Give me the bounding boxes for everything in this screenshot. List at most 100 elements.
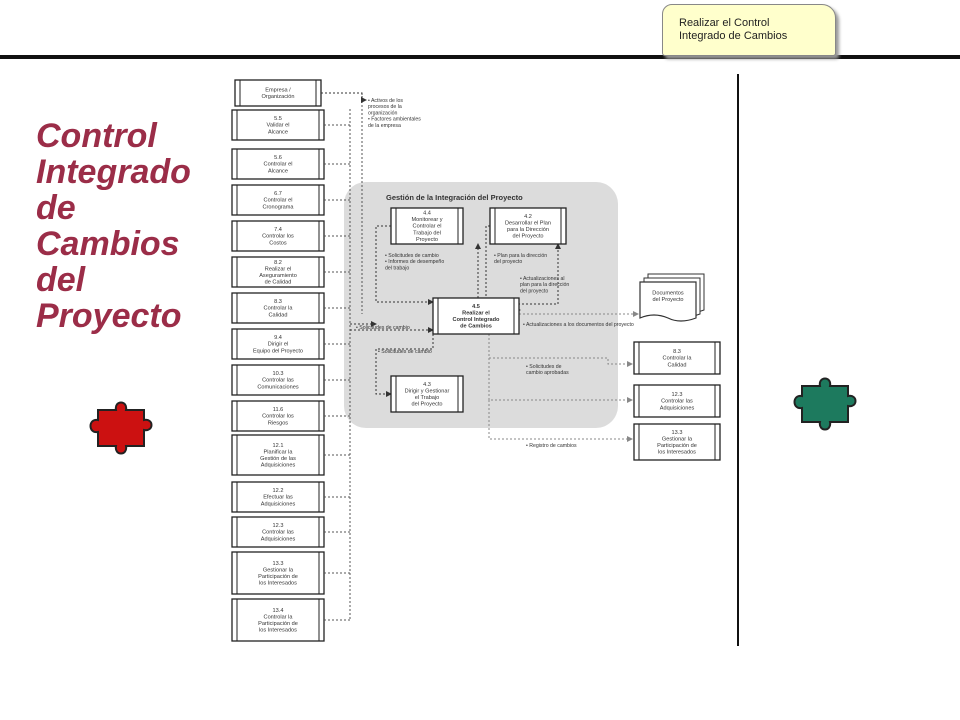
arrow-45-to-43 <box>375 334 434 397</box>
header-rule <box>0 55 960 59</box>
project-documents-box-text: del Proyecto <box>652 297 683 303</box>
process-box-4-3-text: Dirigir y Gestionar <box>405 388 450 394</box>
process-box-4-4-text: Trabajo del <box>413 230 441 236</box>
right-process-box-text: los Interesados <box>658 450 696 456</box>
left-process-box-text: 5.5 <box>274 116 282 122</box>
left-process-box-text: Aseguramiento <box>259 273 297 279</box>
sticky-note-line1: Realizar el Control <box>679 17 770 29</box>
left-process-box-text: 10.3 <box>273 371 284 377</box>
left-process-box-text: Controlar el <box>264 198 293 204</box>
right-process-box-text: 12.3 <box>672 392 683 398</box>
group-title: Gestión de la Integración del Proyecto <box>386 193 523 202</box>
slide-title: Control Integrado de Cambios del Proyect… <box>36 118 226 334</box>
process-box-4-3-text: el Trabajo <box>415 395 440 401</box>
title-line: Control <box>36 117 157 155</box>
arrow-45-to-42 <box>518 243 561 305</box>
right-process-box-text: Calidad <box>668 362 687 368</box>
left-process-box-text: 12.3 <box>273 523 284 529</box>
right-process-box-text: Controlar las <box>661 399 693 405</box>
left-process-box-text: 12.1 <box>273 443 284 449</box>
left-process-box-text: los Interesados <box>259 581 297 587</box>
note-43-requests: • Solicitudes de cambio <box>378 349 432 355</box>
left-process-box-text: Cronograma <box>262 204 294 210</box>
org-notes: de la empresa <box>368 123 401 129</box>
title-line: Proyecto <box>36 297 182 335</box>
left-process-box-text: Participación de <box>258 574 298 580</box>
process-box-4-3-text: 4.3 <box>423 382 431 388</box>
sticky-note: Realizar el Control Integrado de Cambios <box>662 4 836 56</box>
left-process-box-text: Costos <box>269 240 287 246</box>
org-box: Empresa /Organización <box>234 79 322 107</box>
process-box-4-5-text: Realizar el <box>462 310 490 316</box>
process-box-4-5-text: de Cambios <box>460 324 492 330</box>
puzzle-piece-red-icon <box>89 401 153 455</box>
org-notes: • Factores ambientales <box>368 117 421 123</box>
left-process-box-text: Controlar la <box>264 306 294 312</box>
left-process-box-text: 9.4 <box>274 335 282 341</box>
process-box-4-2-text: para la Dirección <box>507 227 549 233</box>
process-box-4-4-text: Proyecto <box>416 237 438 243</box>
process-box-4-2-text: del Proyecto <box>512 234 543 240</box>
notes-4-2: del proyecto <box>494 259 522 265</box>
title-line: de <box>36 189 76 227</box>
left-process-box-text: Alcance <box>268 168 288 174</box>
process-box-4-4-text: Controlar el <box>413 224 442 230</box>
note-docs-update: • Actualizaciones a los documentos del p… <box>523 322 634 328</box>
left-process-box-text: 8.2 <box>274 260 282 266</box>
sticky-note-text: Realizar el Control Integrado de Cambios <box>679 17 787 43</box>
left-process-box-text: Calidad <box>269 312 288 318</box>
process-box-4-4-text: Monitorear y <box>411 217 442 223</box>
title-line: Cambios <box>36 225 180 263</box>
notes-4-4: del trabajo <box>385 265 409 271</box>
left-process-box-text: Controlar las <box>262 378 294 384</box>
left-process-box-text: Controlar la <box>264 614 294 620</box>
org-notes: • Activos de los <box>368 98 403 104</box>
note-approved: cambio aprobadas <box>526 370 569 376</box>
process-box-4-5-text: 4.5 <box>472 304 480 310</box>
process-box-4-4-text: 4.4 <box>423 211 431 217</box>
left-process-box-text: de Calidad <box>265 280 292 286</box>
process-box-4-3-text: del Proyecto <box>411 402 442 408</box>
process-box-4-2-text: Desarrollar el Plan <box>505 220 551 226</box>
puzzle-piece-green-icon <box>793 377 857 431</box>
left-process-box-text: 6.7 <box>274 191 282 197</box>
flow-connectors <box>321 92 639 621</box>
org-notes: procesos de la <box>368 104 402 110</box>
right-process-box-text: Participación de <box>657 443 697 449</box>
left-process-box-text: 12.2 <box>273 488 284 494</box>
right-process-box-text: Adquisiciones <box>660 405 695 411</box>
left-process-box-text: 13.4 <box>273 608 284 614</box>
left-process-box-text: 11.6 <box>273 407 283 413</box>
left-process-box-text: Controlar los <box>262 414 294 420</box>
left-process-box-text: Adquisiciones <box>261 536 296 542</box>
left-process-box-text: Efectuar las <box>263 495 293 501</box>
right-process-box-text: 13.3 <box>672 430 683 436</box>
org-box-text: Organización <box>262 94 295 100</box>
org-notes: organización <box>368 110 398 116</box>
left-process-box-text: 7.4 <box>274 227 282 233</box>
arrow-45-to-83 <box>488 334 633 367</box>
title-line: del <box>36 261 86 299</box>
project-documents-box-text: Documentos <box>652 290 684 296</box>
left-process-box-text: Controlar el <box>264 162 293 168</box>
